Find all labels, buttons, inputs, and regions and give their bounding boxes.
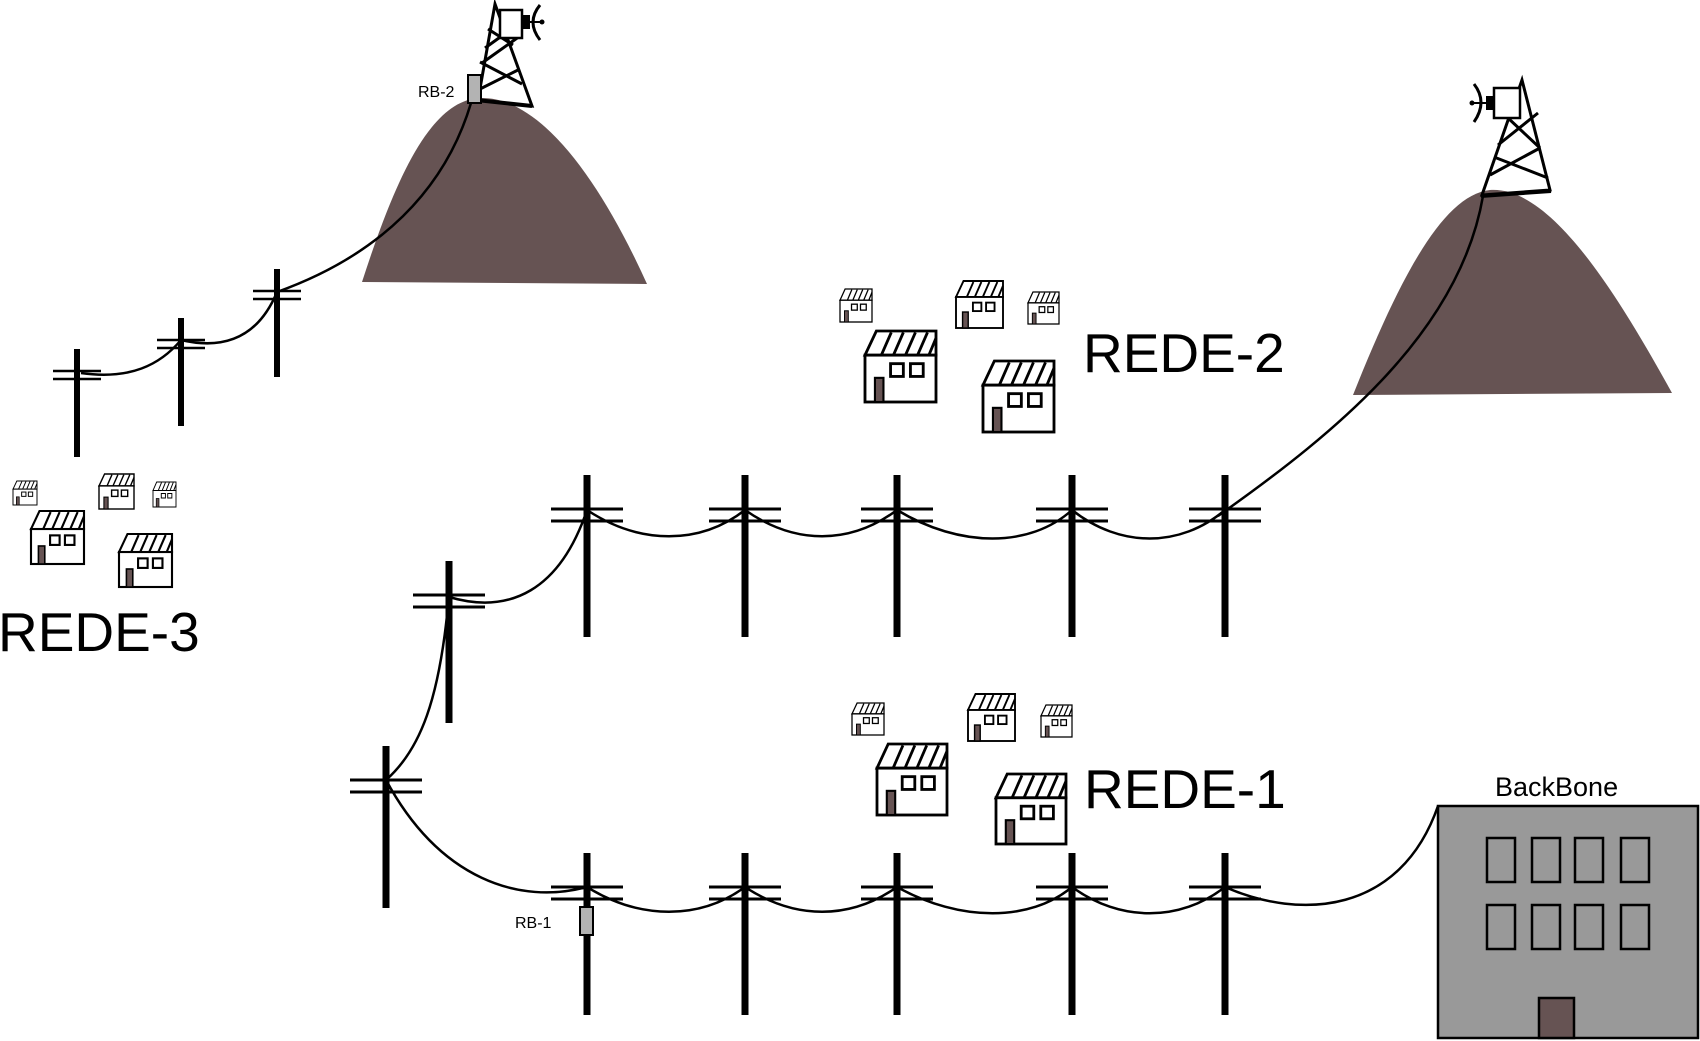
utility-pole: [859, 473, 935, 639]
house-icon: [12, 480, 38, 506]
house-icon: [29, 509, 86, 566]
utility-pole: [1034, 851, 1110, 1017]
rede2-houses: [839, 280, 1060, 434]
utility-pole: [51, 347, 103, 459]
rede1-label: REDE-1: [1084, 758, 1286, 820]
utility-pole: [707, 851, 783, 1017]
cable-rede2-1: [586, 508, 746, 538]
radio-unit: [1492, 86, 1522, 120]
hill-right: [1353, 189, 1672, 395]
utility-pole: [549, 473, 625, 639]
window: [1485, 903, 1517, 951]
radio-unit: [498, 8, 524, 40]
window: [1619, 903, 1651, 951]
house-icon: [1027, 291, 1060, 325]
utility-pole: [1187, 473, 1263, 639]
utility-pole: [707, 473, 783, 639]
rede1-houses: [851, 693, 1073, 846]
radio-tower-left: [475, 0, 545, 108]
house-icon: [851, 702, 885, 736]
backbone-label: BackBone: [1495, 772, 1618, 802]
cable-lower-to-middle: [385, 594, 451, 781]
cable-rede3-3: [276, 102, 473, 294]
cable-rede2-3: [896, 508, 1073, 540]
cable-middle-to-upper: [448, 509, 589, 604]
cable-rede1-0: [384, 779, 588, 894]
radio-tower-right: [1469, 74, 1552, 198]
utility-pole: [411, 559, 487, 725]
cable-to-backbone: [1224, 805, 1440, 907]
rb1-radio-box: [579, 906, 594, 936]
utility-pole: [1187, 851, 1263, 1017]
cable-rede1-1: [586, 885, 746, 913]
rb2-label: RB-2: [418, 84, 455, 101]
house-icon: [98, 473, 135, 510]
cable-rede2-4: [1071, 509, 1226, 540]
utility-pole: [859, 851, 935, 1017]
window: [1573, 836, 1605, 884]
house-icon: [863, 329, 938, 404]
house-icon: [967, 693, 1016, 742]
window: [1619, 836, 1651, 884]
house-icon: [117, 532, 174, 589]
door: [1537, 996, 1576, 1040]
cable-rede2-2: [744, 508, 898, 538]
window: [1485, 836, 1517, 884]
backbone-building: [1436, 804, 1700, 1040]
cable-rede3-2: [180, 291, 279, 345]
window: [1573, 903, 1605, 951]
house-icon: [994, 772, 1068, 846]
house-icon: [981, 359, 1056, 434]
rede3-houses: [12, 473, 177, 589]
window: [1530, 836, 1562, 884]
rb2-radio-box: [467, 74, 482, 104]
window: [1530, 903, 1562, 951]
cable-rede2-to-tower: [1217, 195, 1485, 518]
utility-pole: [1034, 473, 1110, 639]
antenna-dish-icon: [522, 4, 545, 41]
house-icon: [875, 742, 949, 817]
utility-pole: [155, 316, 207, 428]
rede2-label: REDE-2: [1083, 322, 1285, 384]
house-icon: [152, 481, 177, 508]
house-icon: [839, 288, 873, 323]
hill-left: [362, 97, 647, 284]
house-icon: [955, 280, 1004, 329]
cable-rede3-1: [80, 339, 182, 376]
rede3-label: REDE-3: [0, 601, 200, 663]
cable-rede1-2: [744, 885, 898, 913]
antenna-dish-icon: [1469, 83, 1494, 123]
utility-pole: [348, 744, 424, 910]
house-icon: [1040, 704, 1073, 738]
rb1-label: RB-1: [515, 915, 552, 932]
